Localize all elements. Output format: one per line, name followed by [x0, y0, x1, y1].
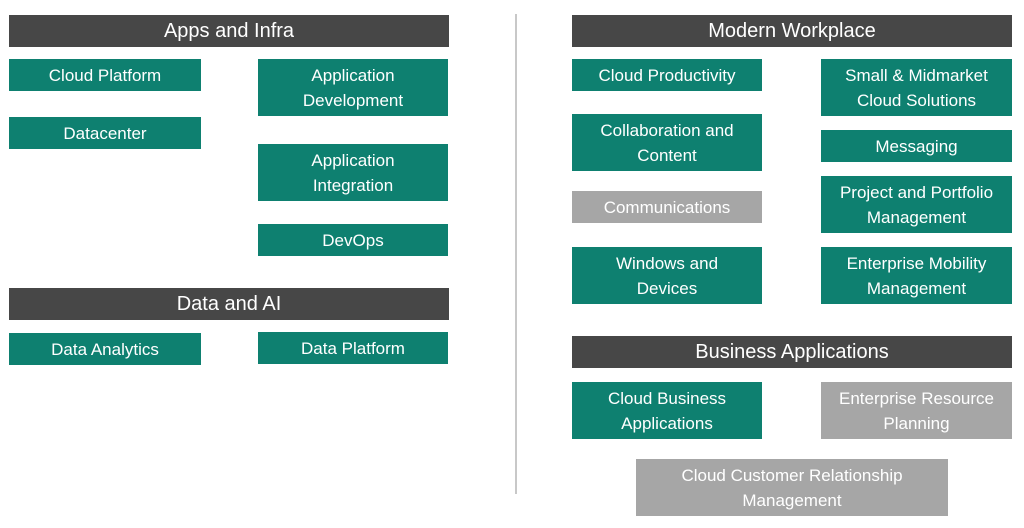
small-midmarket-box: Small & Midmarket Cloud Solutions	[821, 59, 1012, 116]
enterprise-resource-planning-box: Enterprise Resource Planning	[821, 382, 1012, 439]
modern-workplace-header: Modern Workplace	[572, 15, 1012, 47]
application-development-box: Application Development	[258, 59, 448, 116]
cloud-business-applications-box: Cloud Business Applications	[572, 382, 762, 439]
cloud-platform-box: Cloud Platform	[9, 59, 201, 91]
cloud-productivity-box: Cloud Productivity	[572, 59, 762, 91]
application-integration-box: Application Integration	[258, 144, 448, 201]
business-applications-header: Business Applications	[572, 336, 1012, 368]
data-analytics-box: Data Analytics	[9, 333, 201, 365]
communications-box: Communications	[572, 191, 762, 223]
messaging-box: Messaging	[821, 130, 1012, 162]
enterprise-mobility-box: Enterprise Mobility Management	[821, 247, 1012, 304]
cloud-crm-box: Cloud Customer Relationship Management	[636, 459, 948, 516]
data-and-ai-header: Data and AI	[9, 288, 449, 320]
datacenter-box: Datacenter	[9, 117, 201, 149]
data-platform-box: Data Platform	[258, 332, 448, 364]
column-divider	[515, 14, 517, 494]
devops-box: DevOps	[258, 224, 448, 256]
windows-devices-box: Windows and Devices	[572, 247, 762, 304]
collaboration-content-box: Collaboration and Content	[572, 114, 762, 171]
project-portfolio-box: Project and Portfolio Management	[821, 176, 1012, 233]
apps-and-infra-header: Apps and Infra	[9, 15, 449, 47]
